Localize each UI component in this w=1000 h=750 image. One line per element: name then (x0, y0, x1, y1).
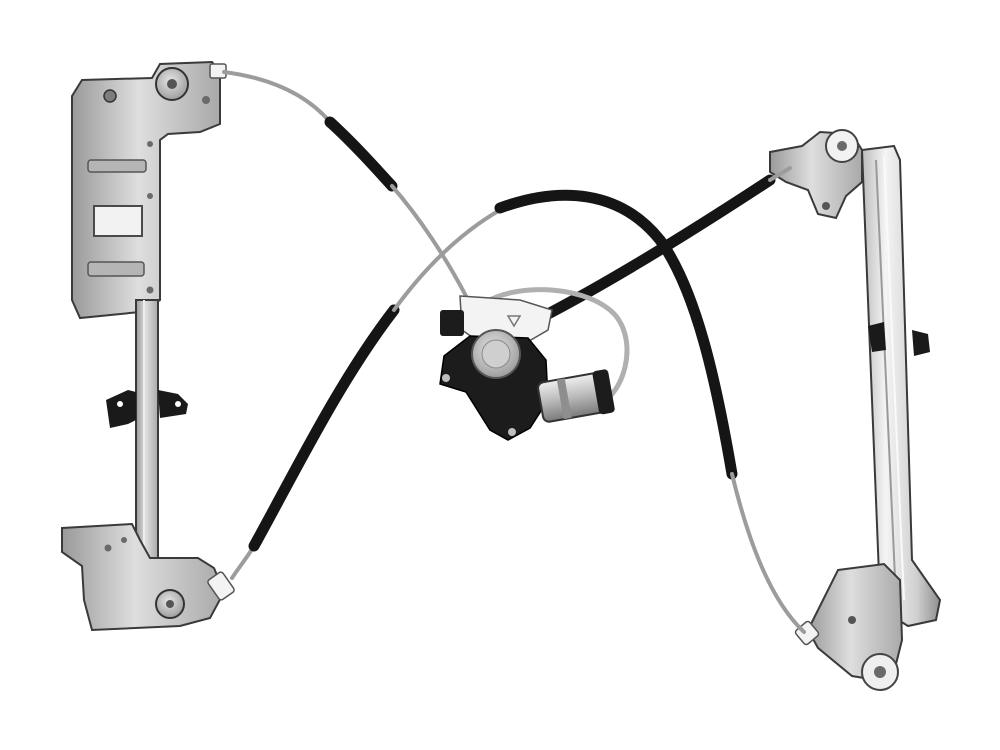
left-mount-clip (106, 390, 136, 428)
cable-loop-wire (730, 472, 806, 634)
bolt-hole (822, 202, 830, 210)
motor-bolt (442, 374, 450, 382)
right-rail-assembly (769, 129, 942, 691)
motor-connector (440, 310, 464, 336)
left-bottom-pulley-hub (166, 600, 174, 608)
cable-left-top-wire (222, 70, 332, 124)
bolt-hole (121, 537, 127, 543)
motor-wire-loop (483, 287, 630, 407)
left-rail-assembly (61, 60, 235, 632)
cable-left-top-wire-2 (390, 184, 468, 298)
motor-cable-guide (459, 295, 553, 345)
clip-hole (117, 401, 123, 407)
bolt-hole (146, 286, 154, 294)
left-bracket-slot (93, 205, 143, 237)
left-mount-clip-2 (158, 390, 188, 418)
cable-system (222, 70, 806, 634)
cable-right-top-wire (768, 166, 792, 182)
cable-left-top-sheath (324, 116, 398, 192)
window-motor (439, 295, 615, 441)
motor-bolt (508, 428, 516, 436)
motor-can-endcap (592, 369, 615, 415)
motor-can (537, 369, 615, 423)
motor-can-band (556, 378, 572, 420)
cable-left-bottom-sheath (248, 304, 400, 552)
left-vertical-rail (135, 299, 159, 571)
right-bottom-pulley-hub (874, 666, 886, 678)
cable-right-top-sheath (542, 174, 776, 320)
cable-left-bottom-wire-2 (392, 208, 502, 312)
left-top-pulley-hub (167, 79, 177, 89)
left-cable-end-cap (207, 571, 235, 601)
left-bracket-slot-3 (87, 159, 147, 173)
bolt-hole (147, 141, 153, 147)
bolt-hole (848, 616, 856, 624)
motor-guide-arrow (506, 315, 522, 328)
rail-edge (883, 155, 905, 601)
bolt-hole (147, 193, 153, 199)
clip-hole (175, 401, 181, 407)
rail-edge (875, 159, 897, 601)
right-top-pulley-hub (837, 141, 847, 151)
motor-gear-cap-inner (481, 339, 511, 369)
bolt-hole (202, 96, 210, 104)
bolt-hole (104, 544, 112, 552)
cable-loop-sheath (494, 189, 738, 480)
right-mount-clip-2 (912, 330, 930, 356)
bolt-hole (103, 89, 117, 103)
left-top-bracket (71, 60, 221, 320)
right-mount-clip (868, 322, 886, 352)
left-bracket-slot-2 (87, 261, 145, 277)
